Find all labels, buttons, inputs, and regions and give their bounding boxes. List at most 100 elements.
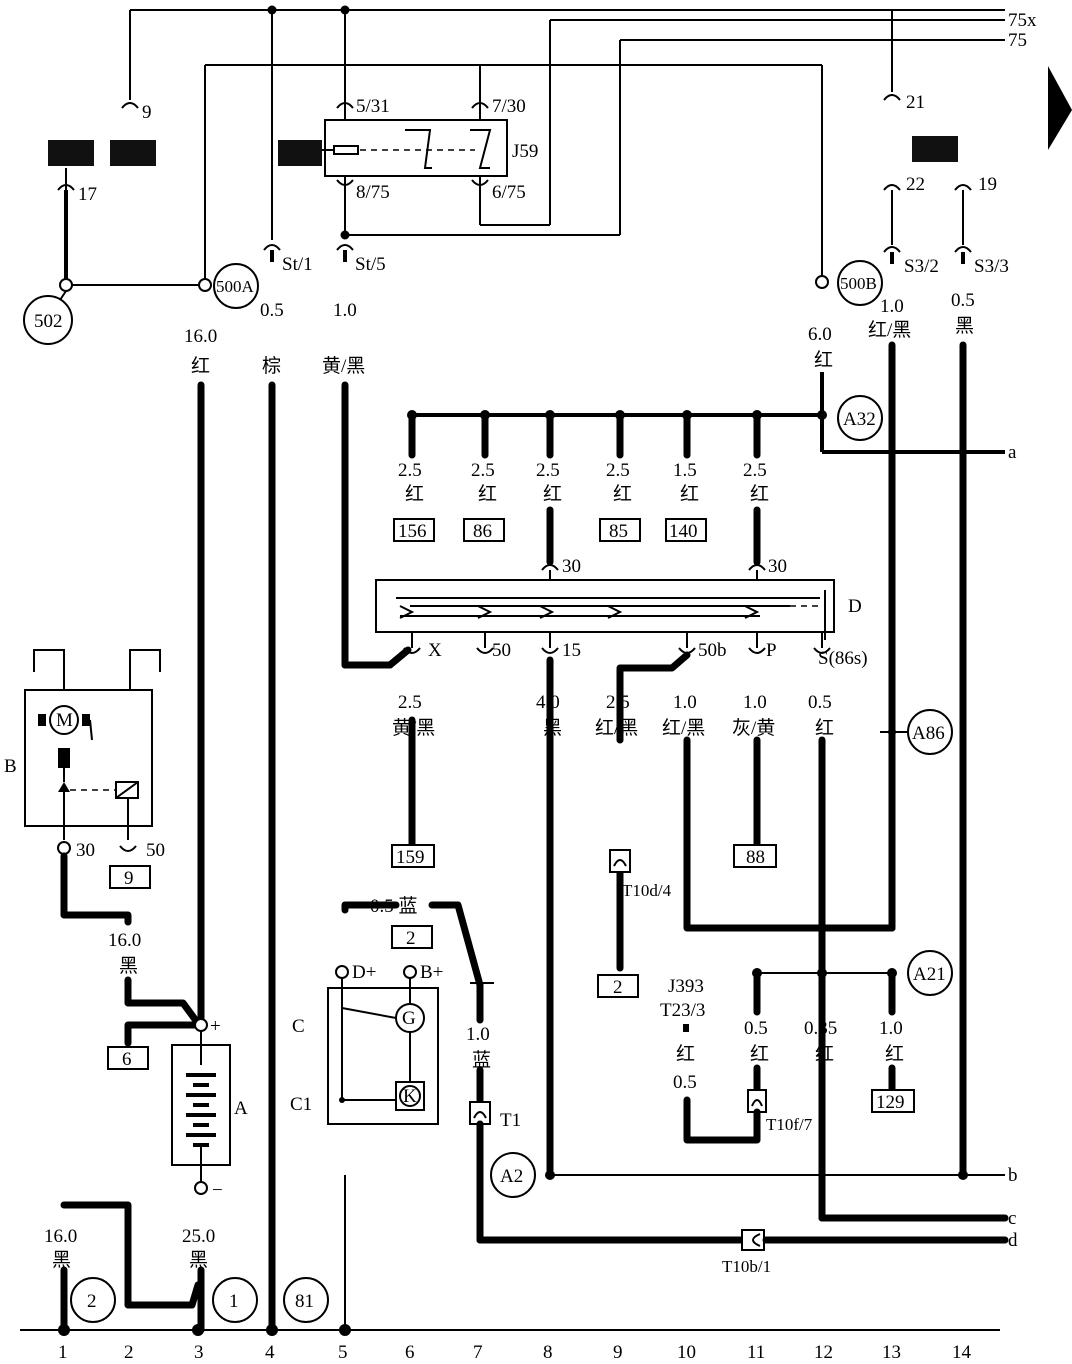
- column-number: 9: [613, 1342, 623, 1363]
- circle-g1: 1: [229, 1291, 239, 1312]
- branch-color: 红: [405, 483, 424, 505]
- edge-label-a: a: [1008, 442, 1017, 463]
- fuse-pins: St/1 St/5 22 S3/2 19 S3/3: [263, 174, 1009, 277]
- branch-size: 2.5: [536, 460, 560, 481]
- ign-wire-color: 红/黑: [662, 717, 705, 739]
- generator-c: D+ B+ G K C C1: [290, 962, 443, 1125]
- column-number: 11: [747, 1342, 765, 1363]
- branch-color: 红: [680, 483, 699, 505]
- tag-19: 19: [978, 174, 997, 195]
- ignition-wire-labels: 2.5 黄/黑 4.0 黑 2.5 红/黑 1.0 红/黑 1.0 灰/黄 0.…: [392, 692, 834, 739]
- battery-plus: +: [210, 1016, 221, 1037]
- ignition-output-wires: A86: [408, 651, 1009, 1222]
- circle-500a: 500A: [216, 277, 255, 296]
- ign-wire-size: 1.0: [673, 692, 697, 713]
- wire-spec-size: 16.0: [184, 326, 217, 347]
- wire-size: 16.0: [44, 1226, 77, 1247]
- tag-21: 21: [906, 92, 925, 113]
- wire-color: 蓝: [472, 1049, 491, 1071]
- starter-p50: 50: [146, 840, 165, 861]
- ref-159: 159: [396, 847, 425, 868]
- column-number: 8: [543, 1342, 553, 1363]
- connector-t10b1: T10b/1: [722, 1257, 771, 1276]
- wire-size: 1.0: [879, 1018, 903, 1039]
- ignition-switch-d: 30 30 D X 50 15 50b P S(86s): [375, 556, 868, 669]
- wire-spec-color: 黑: [955, 316, 974, 337]
- column-number: 7: [473, 1342, 483, 1363]
- starter-b: M 30 50 B 9: [4, 649, 165, 889]
- column-number: 5: [338, 1342, 348, 1363]
- battery-a: + − A: [171, 1016, 248, 1201]
- ign-in-30b: 30: [768, 556, 787, 577]
- dark-label-box: [48, 140, 94, 166]
- tag-9: 9: [142, 102, 152, 123]
- branch-color: 红: [750, 483, 769, 505]
- wire-size: 1.0: [466, 1024, 490, 1045]
- circle-a2: A2: [500, 1166, 523, 1187]
- ign-out-50b: 50b: [698, 640, 727, 661]
- wire-size: 0.5: [673, 1072, 697, 1093]
- circle-a32: A32: [843, 409, 876, 430]
- wire-color: 红: [750, 1043, 769, 1065]
- ign-out-15: 15: [562, 640, 581, 661]
- wire-spec-size: 1.0: [333, 300, 357, 321]
- branch-size: 2.5: [398, 460, 422, 481]
- ign-out-x: X: [428, 640, 442, 661]
- column-number: 1: [58, 1342, 68, 1363]
- top-wires: 75x 75: [129, 5, 1037, 285]
- ign-wire-color: 黄/黑: [392, 717, 435, 739]
- gen-k: K: [403, 1086, 417, 1107]
- wire-spec-size: 0.5: [260, 300, 284, 321]
- edge-label-d: d: [1008, 1230, 1018, 1251]
- branch-ref: 85: [609, 521, 628, 542]
- fuse-st5: St/5: [355, 254, 386, 275]
- branch-size: 2.5: [471, 460, 495, 481]
- wire-spec-color: 棕: [262, 355, 281, 377]
- ign-wire-size: 2.5: [606, 692, 630, 713]
- column-number: 3: [194, 1342, 204, 1363]
- gen-dplus: D+: [352, 962, 376, 983]
- wire-spec-color: 红: [191, 355, 210, 377]
- fuse-s32: S3/2: [904, 256, 939, 277]
- wire-size: 16.0: [108, 930, 141, 951]
- connector-t10f7: T10f/7: [766, 1115, 813, 1134]
- dark-label-box: [912, 136, 958, 162]
- gen-g: G: [402, 1008, 416, 1029]
- ref-129: 129: [876, 1092, 905, 1113]
- relay-pin-730: 7/30: [492, 96, 526, 117]
- ignition-name: D: [848, 596, 862, 617]
- branch-ref: 86: [473, 521, 492, 542]
- circle-502: 502: [34, 311, 63, 332]
- generator-name: C: [292, 1016, 305, 1037]
- relay-name: J59: [512, 141, 538, 162]
- ign-out-p: P: [766, 640, 777, 661]
- ign-wire-color: 黑: [543, 718, 562, 739]
- wire-color: 红: [815, 1043, 834, 1065]
- ref-6: 6: [122, 1049, 132, 1070]
- ref-9: 9: [124, 868, 134, 889]
- wire-size: 0.5: [744, 1018, 768, 1039]
- ref-88: 88: [746, 847, 765, 868]
- tag-17: 17: [78, 184, 97, 205]
- column-number: 4: [265, 1342, 275, 1363]
- relay-j59: 5/31 7/30 8/75 6/75 J59: [322, 96, 538, 235]
- branch-ref: 156: [398, 521, 427, 542]
- fuse-s33: S3/3: [974, 256, 1009, 277]
- connector-t233: T23/3: [660, 1000, 705, 1021]
- column-number: 13: [882, 1342, 901, 1363]
- ign-wire-color: 红/黑: [595, 717, 638, 739]
- edge-label-c: c: [1008, 1208, 1016, 1229]
- ign-wire-color: 红: [815, 717, 834, 739]
- ign-out-s86s: S(86s): [818, 648, 868, 669]
- circle-g2: 2: [87, 1291, 97, 1312]
- column-numbers: 1 2 3 4 5 6 7 8 9 10 11 12 13 14: [58, 1342, 972, 1363]
- wire-spec-color: 黄/黑: [322, 355, 365, 377]
- circle-a21: A21: [913, 964, 946, 985]
- relay-pin-875: 8/75: [356, 182, 390, 203]
- ign-out-50: 50: [492, 640, 511, 661]
- ign-wire-size: 1.0: [743, 692, 767, 713]
- wire-75x-label: 75x: [1008, 10, 1037, 31]
- circle-a86: A86: [912, 723, 945, 744]
- edge-label-b: b: [1008, 1165, 1018, 1186]
- wire-75-label: 75: [1008, 30, 1027, 51]
